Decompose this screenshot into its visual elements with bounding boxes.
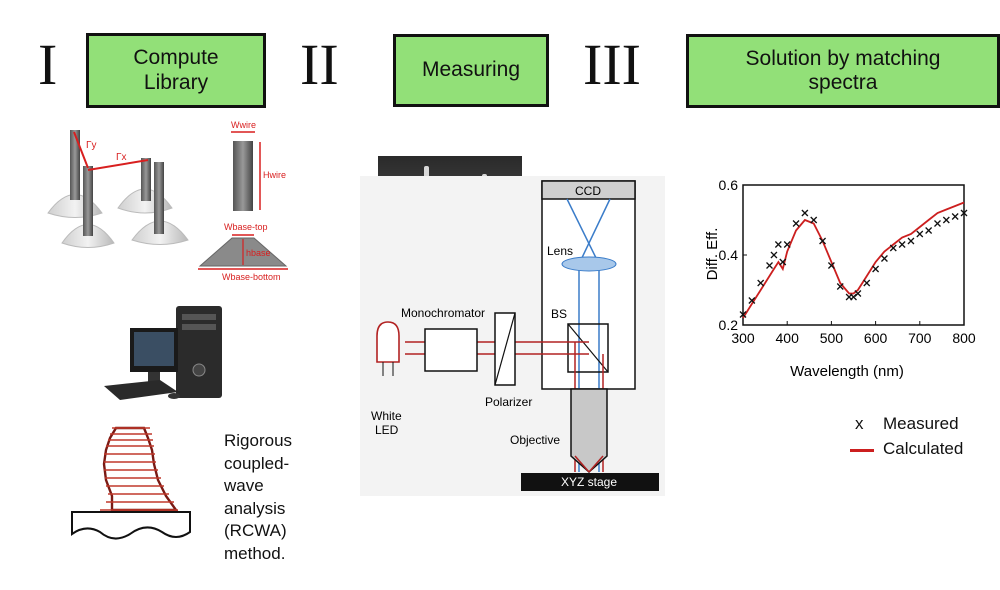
plot-area [739,184,968,326]
ccd-label: CCD [575,184,601,198]
measured-point [934,220,941,227]
w-wire-label: Wwire [231,120,256,130]
objective-lens [570,388,608,474]
measured-point [819,237,827,245]
measured-point [942,216,950,224]
measured-point [836,283,844,290]
axis-ticks: 300 400 500 600 700 800 0.2 0.4 0.6 [719,177,976,346]
gamma-x-arrow [87,159,149,171]
monochromator-box [424,328,478,372]
measured-point [801,209,809,217]
step-1-box: Compute Library [86,33,266,108]
measured-point [783,241,791,248]
nanowire-4 [131,162,189,245]
monochromator-label: Monochromator [401,306,485,320]
ccd-box [541,180,636,200]
bs-label: BS [551,307,567,321]
objective-label: Objective [510,433,560,447]
optical-setup-diagram: CCD Lens BS White LED Monochromator Pola… [360,176,665,496]
y-axis-label: Diff. Eff. [704,228,721,281]
nanowire-array-illustration: Γy Γx Wwire Hwire Wbase-top hbase Wbase-… [47,120,288,282]
gamma-x-label: Γx [116,152,127,163]
lens-label: Lens [547,244,573,258]
measured-point [854,290,862,297]
legend-calculated-label: Calculated [883,439,964,458]
nanowire-3 [61,166,115,248]
stage-label: XYZ stage [561,475,617,489]
measured-point [925,227,933,234]
rcwa-description: Rigorous coupled- wave analysis (RCWA) m… [224,431,293,563]
h-wire-label: Hwire [263,170,286,180]
measured-point [810,216,818,224]
measured-point [898,241,906,248]
white-led-label: White LED [371,409,405,437]
microscope-body [541,180,636,390]
measured-point [960,209,968,217]
x-tick-label: 300 [731,330,755,346]
chart-legend: x Measured Calculated [840,412,990,468]
measured-point [907,237,915,245]
measured-point [880,255,888,262]
wire-dimension-diagram: Wwire Hwire [231,120,286,211]
computer-icon [104,306,222,400]
y-tick-label: 0.6 [719,177,739,193]
spectrum-chart: 300 400 500 600 700 800 0.2 0.4 0.6 Wavelength (… [704,177,976,380]
measured-point [779,258,787,266]
step-1-numeral: I [38,32,58,97]
measured-point [748,297,756,304]
measured-point [850,293,857,301]
w-base-bottom-label: Wbase-bottom [222,272,281,282]
h-base-label: hbase [246,248,271,258]
measured-point [774,241,782,248]
legend-calculated-line [850,449,874,452]
measured-point [827,262,835,269]
step-3-box: Solution by matching spectra [686,34,1000,108]
measured-point [916,230,924,238]
x-tick-label: 700 [908,330,932,346]
white-led [376,321,400,376]
legend-measured-label: Measured [883,414,959,433]
measured-point [770,251,778,259]
step-3-numeral: III [583,32,641,97]
measured-point [739,311,747,318]
x-tick-label: 800 [952,330,976,346]
xyz-stage [521,473,659,491]
step-2-numeral: II [300,32,339,97]
x-tick-label: 400 [776,330,800,346]
y-tick-label: 0.4 [719,247,739,263]
measured-point [951,213,959,220]
gamma-y-label: Γy [86,140,97,151]
led-line-1: White [371,409,402,423]
legend-measured-marker: x [855,414,864,433]
x-tick-label: 600 [864,330,888,346]
measured-point [872,265,880,273]
gamma-y-arrow [73,131,89,169]
rcwa-illustration [71,426,191,540]
base-dimension-diagram: Wbase-top hbase Wbase-bottom [198,222,288,282]
led-line-2: LED [375,423,399,437]
measured-point [863,279,871,287]
step-2-box: Measuring [393,34,549,107]
plot-frame [742,184,965,326]
measured-point [757,279,765,287]
x-axis-label: Wavelength (nm) [790,363,904,380]
calculated-series-line [742,201,965,319]
lens-shape [561,256,617,272]
polarizer-label: Polarizer [485,395,532,409]
w-base-top-label: Wbase-top [224,222,268,232]
measured-point [792,220,800,227]
beam-splitter [567,323,609,373]
measured-point [889,244,897,252]
y-tick-label: 0.2 [719,317,739,333]
x-tick-label: 500 [820,330,844,346]
measured-point [766,262,773,269]
